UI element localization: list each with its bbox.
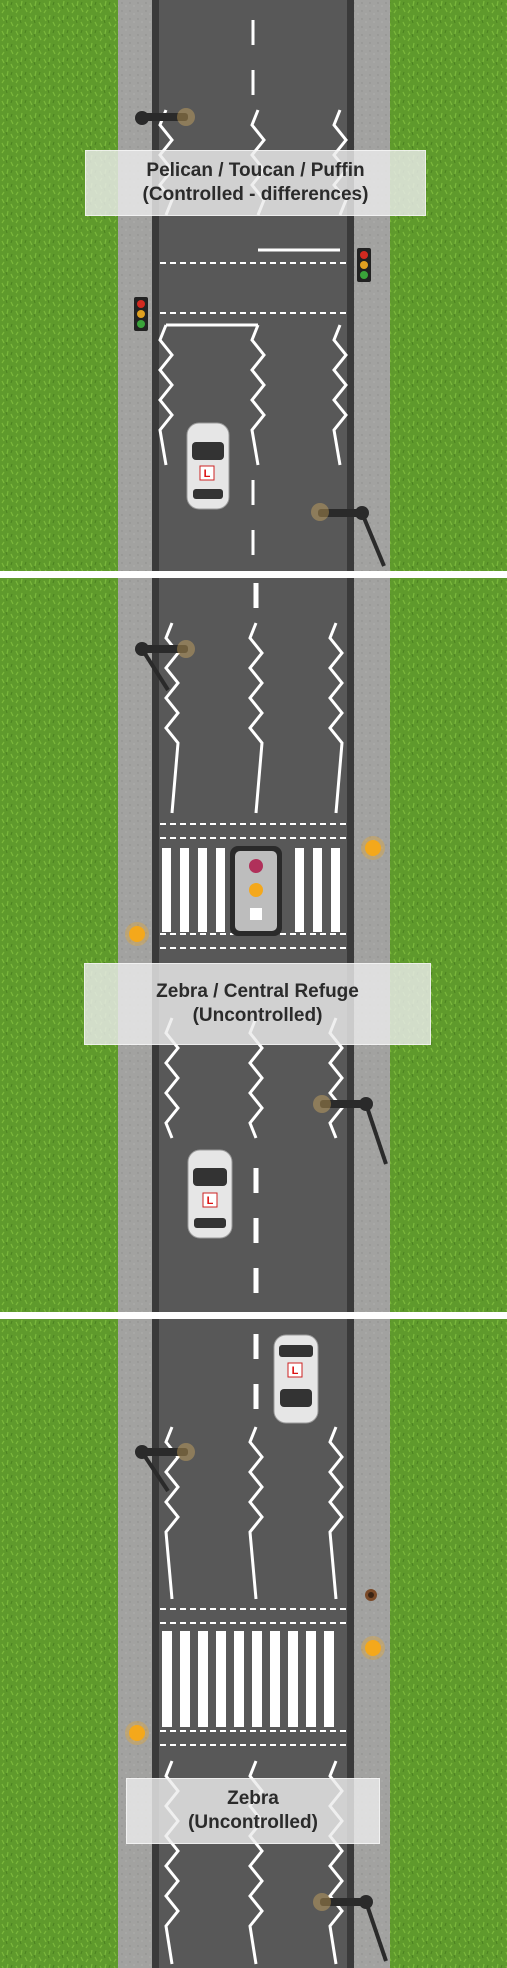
- scene-zebra: L Zebra (Uncontrolled): [0, 1319, 507, 1968]
- learner-plate: L: [207, 1195, 214, 1207]
- scene-controlled-crossing: L Pelican / Toucan / Puffin (Controlled …: [0, 0, 507, 571]
- scene-title-box: Zebra / Central Refuge (Uncontrolled): [84, 963, 431, 1045]
- street-lamp-icon: [135, 108, 195, 126]
- pavement-left: [118, 578, 154, 1312]
- stop-lines: [160, 262, 346, 314]
- scene-title-line1: Zebra / Central Refuge: [156, 981, 359, 1002]
- zigzag-markings-top: [164, 1426, 344, 1600]
- scene-refuge-drawing: L: [0, 578, 507, 1312]
- zebra-stripes: [162, 1631, 334, 1727]
- scene-title-line2: (Uncontrolled): [188, 1812, 318, 1833]
- street-lamp-icon: [313, 1893, 388, 1962]
- belisha-beacon-icon: [361, 1636, 385, 1660]
- pavement-left: [118, 0, 154, 571]
- learner-car: L: [186, 422, 230, 510]
- street-lamp-icon: [313, 1095, 388, 1165]
- traffic-light-left: [134, 297, 148, 331]
- cyclist-icon: [249, 859, 263, 873]
- panel-divider: [0, 571, 507, 578]
- scene-title-line1: Zebra: [227, 1788, 279, 1809]
- scene-zebra-refuge: L Zebra / Central Refuge (Uncontrolled): [0, 578, 507, 1312]
- scene-title-line2: (Uncontrolled): [192, 1005, 323, 1026]
- pavement-left: [118, 1319, 154, 1968]
- pedestrian-icon: [365, 1589, 377, 1601]
- scene-controlled-drawing: L: [0, 0, 507, 571]
- belisha-beacon-icon: [125, 1721, 149, 1745]
- learner-plate: L: [204, 468, 211, 480]
- belisha-beacon-icon: [361, 836, 385, 860]
- street-lamp-icon: [311, 503, 386, 567]
- scene-title-line1: Pelican / Toucan / Puffin: [146, 160, 365, 181]
- learner-car: L: [273, 1334, 319, 1424]
- belisha-beacon-icon: [125, 922, 149, 946]
- central-refuge-island: [230, 846, 282, 936]
- scene-title-box: Pelican / Toucan / Puffin (Controlled - …: [85, 150, 426, 216]
- give-way-lines: [160, 1608, 346, 1746]
- pavement-right: [352, 578, 390, 1312]
- learner-plate: L: [292, 1365, 299, 1377]
- zebra-stripes: [162, 848, 340, 932]
- pavement-right: [352, 0, 390, 571]
- road: [159, 578, 347, 1312]
- scene-zebra-drawing: L: [0, 1319, 507, 1968]
- scene-title-box: Zebra (Uncontrolled): [126, 1778, 380, 1844]
- street-lamp-icon: [135, 640, 195, 692]
- street-lamp-icon: [135, 1443, 195, 1493]
- learner-car: L: [187, 1149, 233, 1239]
- traffic-light-right: [357, 248, 371, 282]
- panel-divider: [0, 1312, 507, 1319]
- zigzag-markings-bottom: [158, 323, 348, 466]
- scene-title-line2: (Controlled - differences): [142, 184, 369, 205]
